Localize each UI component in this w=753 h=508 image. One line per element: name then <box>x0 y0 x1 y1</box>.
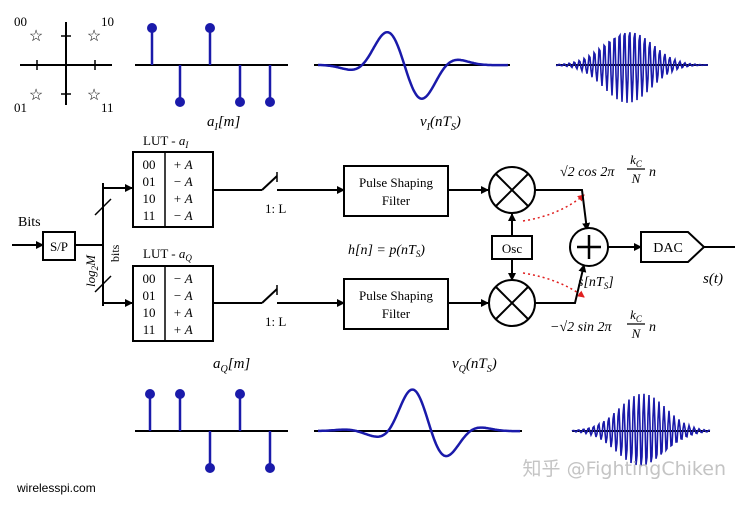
waveform-vi <box>314 30 510 100</box>
upsampler-q-label: 1: L <box>265 314 286 329</box>
lut-code-cell: 11 <box>143 208 156 223</box>
lut-code-cell: 10 <box>143 305 156 320</box>
lut-value-cell: + A <box>173 305 193 320</box>
dac-label: DAC <box>653 241 683 256</box>
carrier-cos-label: √2 cos 2π kC N n <box>560 152 656 186</box>
constellation-star-icon: ☆ <box>29 87 43 104</box>
mixer-q-multiply-icon <box>488 279 536 327</box>
lut-code-cell: 01 <box>143 288 156 303</box>
lut-value-cell: + A <box>173 157 193 172</box>
upsampler-i-switch-icon <box>261 172 345 194</box>
lut-i-table: LUT - aI 00 01 10 11 + A − A + A − A <box>132 133 214 228</box>
lut-q-table: LUT - aQ 00 01 10 11 − A − A + A + A <box>132 246 214 342</box>
filter-i-line2: Filter <box>382 193 411 208</box>
svg-text:√2 cos 2π: √2 cos 2π <box>560 165 615 180</box>
filter-equation: h[n] = p(nTS) <box>348 243 425 259</box>
final-output-label: s(t) <box>703 271 723 287</box>
lut-value-cell: + A <box>173 322 193 337</box>
svg-text:n: n <box>649 320 656 335</box>
bits-input-label: Bits <box>18 215 41 230</box>
stem-marker <box>145 389 155 399</box>
upsampler-q-switch-icon <box>261 285 345 307</box>
filter-q-line2: Filter <box>382 306 411 321</box>
oscillator-label: Osc <box>502 241 522 256</box>
bus-bits-label: bits <box>108 244 122 262</box>
upsampler-i-label: 1: L <box>265 201 286 216</box>
svg-text:+ A− A+ A− A: + A − A + A − A <box>173 157 193 223</box>
constellation-label: 10 <box>101 14 114 29</box>
source-credit: wirelesspi.com <box>16 481 96 495</box>
summer-plus-icon <box>569 227 609 267</box>
constellation-star-icon: ☆ <box>87 28 101 45</box>
label-ai-m: aI[m] <box>207 114 241 133</box>
filter-q-line1: Pulse Shaping <box>359 288 434 303</box>
carrier-cos-indicator <box>522 194 585 222</box>
mixer-i-to-summer <box>535 189 591 231</box>
stem-marker <box>205 463 215 473</box>
waveform-modulated-top <box>555 32 708 103</box>
stem-plot-q <box>135 389 288 473</box>
svg-text:−√2 sin 2π: −√2 sin 2π <box>550 320 612 335</box>
mixer-q-to-summer <box>535 264 587 304</box>
lut-value-cell: − A <box>173 288 193 303</box>
pulse-shaping-filter-q <box>343 278 449 330</box>
bus-slash-mark <box>94 275 112 293</box>
constellation-label: 11 <box>101 100 114 115</box>
filter-i-line1: Pulse Shaping <box>359 175 434 190</box>
carrier-sin-label: −√2 sin 2π kC N n <box>550 307 656 341</box>
label-vq: vQ(nTS) <box>452 356 497 375</box>
stem-marker <box>175 389 185 399</box>
bus-slash-mark <box>94 198 112 216</box>
svg-text:kC: kC <box>630 307 643 324</box>
lut-code-cell: 00 <box>143 271 156 286</box>
pulse-shaping-filter-i <box>343 165 449 217</box>
lut-q-title: LUT - aQ <box>143 246 192 263</box>
summer-output-label: s[nTS] <box>578 275 614 291</box>
svg-text:n: n <box>649 165 656 180</box>
carrier-sin-indicator <box>522 272 585 298</box>
lut-value-cell: + A <box>173 191 193 206</box>
label-aq-m: aQ[m] <box>213 356 250 375</box>
constellation-star-icon: ☆ <box>87 87 101 104</box>
waveform-vq <box>314 388 522 458</box>
stem-marker <box>147 23 157 33</box>
stem-plot-i <box>135 23 288 107</box>
stem-marker <box>205 23 215 33</box>
mixer-i-multiply-icon <box>488 166 536 214</box>
svg-text:N: N <box>631 326 642 341</box>
stem-marker <box>265 97 275 107</box>
constellation-label: 01 <box>14 100 27 115</box>
lut-i-title: LUT - aI <box>143 133 189 150</box>
stem-marker <box>175 97 185 107</box>
dac-block <box>640 231 706 263</box>
constellation-diagram: ☆ ☆ ☆ ☆ 00 10 01 11 <box>14 14 114 115</box>
lut-value-cell: − A <box>173 271 193 286</box>
stem-marker <box>265 463 275 473</box>
constellation-label: 00 <box>14 14 27 29</box>
lut-code-cell: 00 <box>143 157 156 172</box>
bus-width-label: log2M <box>83 254 100 287</box>
watermark: 知乎 @FightingChiken <box>523 458 726 480</box>
svg-text:N: N <box>631 171 642 186</box>
sp-label: S/P <box>50 239 68 254</box>
lut-value-cell: − A <box>173 174 193 189</box>
lut-value-cell: − A <box>173 208 193 223</box>
lut-code-cell: 11 <box>143 322 156 337</box>
lut-code-cell: 10 <box>143 191 156 206</box>
svg-text:− A− A+ A+ A: − A − A + A + A <box>173 271 193 337</box>
svg-text:kC: kC <box>630 152 643 169</box>
lut-code-cell: 01 <box>143 174 156 189</box>
constellation-star-icon: ☆ <box>29 28 43 45</box>
stem-marker <box>235 389 245 399</box>
stem-marker <box>235 97 245 107</box>
waveform-modulated-bottom <box>571 393 711 466</box>
label-vi: vI(nTS) <box>420 114 461 133</box>
